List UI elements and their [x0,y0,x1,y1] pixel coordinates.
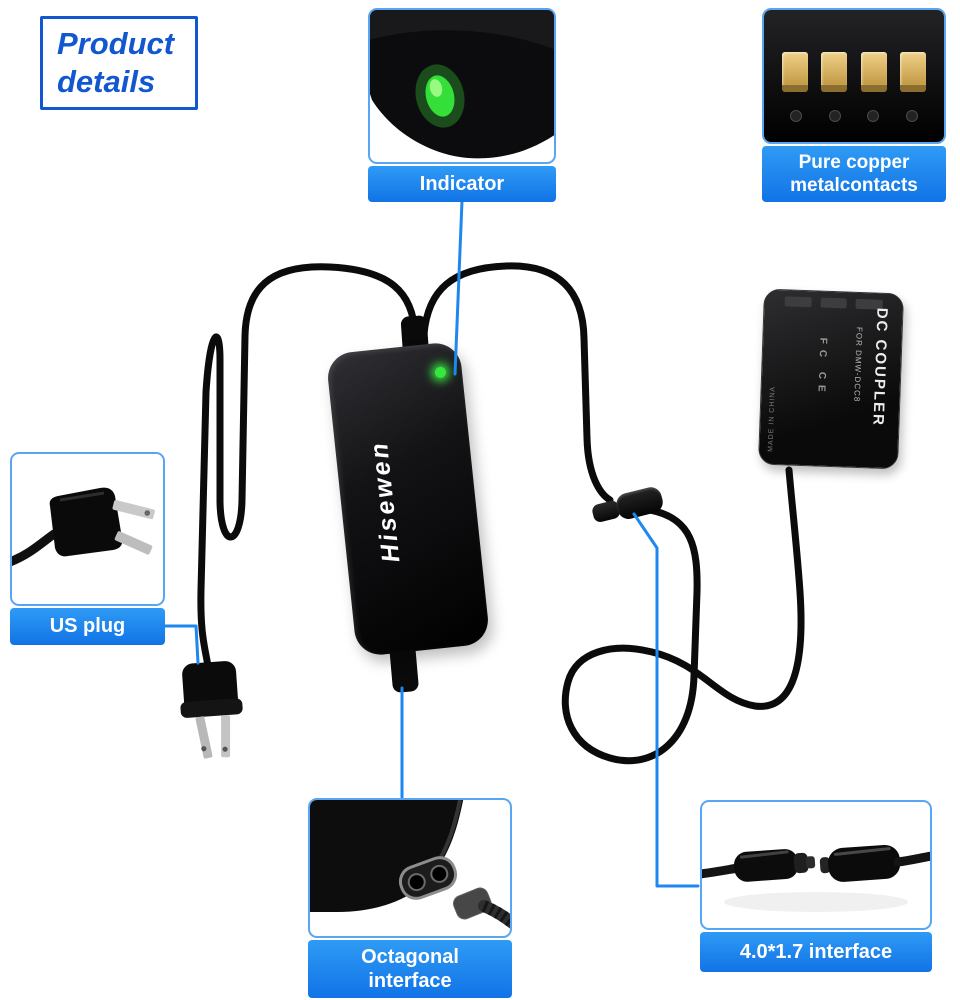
ac-inlet-closeup [310,800,510,929]
dc-barrel-connector [588,478,668,534]
us-plug-illustration [180,661,243,759]
contacts-callout-image [762,8,946,144]
octagonal-label: Octagonal interface [308,940,512,998]
coupler-made-in-text: MADE IN CHINA [767,385,777,453]
us-plug-callout-image [10,452,165,606]
plug-prongs [195,715,231,759]
octagonal-callout-image [308,798,512,938]
dc-interface-callout-image [700,800,932,930]
power-adapter: Hisewen [325,340,491,658]
indicator-label: Indicator [368,166,556,202]
page-title-box: Product details [40,16,198,110]
dc-interface-label: 4.0*1.7 interface [700,932,932,972]
leader-dc-interface [632,512,700,888]
indicator-callout-image [368,8,556,164]
dc-connectors-closeup [702,844,930,912]
coupler-certification-marks: FC CE [815,337,829,398]
brand-logo-text: Hisewen [364,439,406,564]
coupler-contact-slots [784,296,883,310]
power-led-icon [434,366,447,379]
camera-corner-closeup [370,10,554,159]
gold-contacts [782,52,926,92]
dc-coupler: DC COUPLER FOR DMW-DCC8 FC CE MADE IN CH… [757,288,905,470]
us-plug-label: US plug [10,608,165,645]
leader-indicator [453,199,464,376]
coupler-model-text: FOR DMW-DCC8 [852,326,864,403]
us-plug-closeup [12,487,155,567]
contact-screws [790,110,918,122]
contacts-label: Pure copper metalcontacts [762,146,946,202]
connector-male-end [614,484,666,522]
leader-us-plug [161,624,200,665]
page-title: Product details [57,26,175,99]
battery-contacts-closeup [764,10,944,142]
coupler-name-text: DC COUPLER [869,307,891,428]
